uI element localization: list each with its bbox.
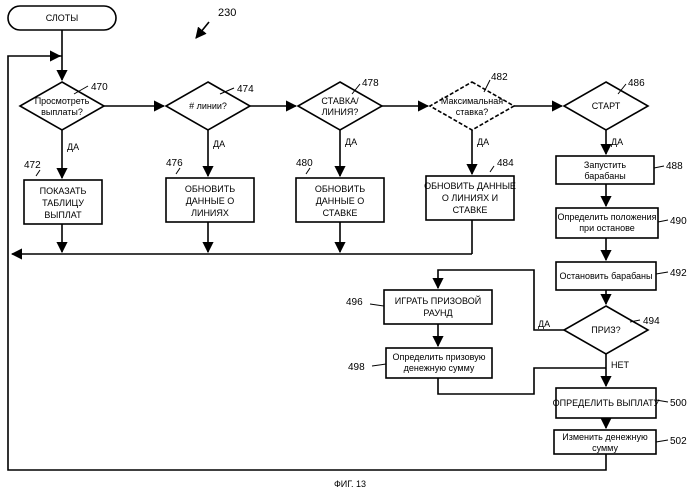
process-496-text: РАУНД [423,308,452,318]
decision-474-text: # линии? [189,101,227,111]
decision-494-text: ПРИЗ? [591,325,620,335]
figure-caption: ФИГ. 13 [334,479,366,489]
ref-486: 486 [628,78,645,89]
yes-label-494: ДА [538,319,550,329]
process-496-text: ИГРАТЬ ПРИЗОВОЙ [395,295,481,306]
process-472-text: ТАБЛИЦУ [42,198,84,208]
ref-496: 496 [346,297,363,308]
decision-470-text: Просмотреть [35,96,90,106]
process-502-text: сумму [592,443,618,453]
process-484-text: ОБНОВИТЬ ДАННЫЕ [424,181,516,191]
ref-494: 494 [643,316,660,327]
figure-number-pointer [196,22,209,38]
decision-478 [298,82,382,130]
process-490-text: Определить положения [557,212,656,222]
process-472-text: ВЫПЛАТ [44,210,82,220]
decision-482-text: ставка? [456,107,488,117]
start-label: СЛОТЫ [46,13,79,23]
process-472-text: ПОКАЗАТЬ [40,186,87,196]
process-492-text: Остановить барабаны [560,271,653,281]
no-label-494: НЕТ [611,360,630,370]
ref-488: 488 [666,161,683,172]
ref-476: 476 [166,158,183,169]
process-484-text: О ЛИНИЯХ И [442,193,498,203]
yes-label-486: ДА [611,137,623,147]
process-500-text: ОПРЕДЕЛИТЬ ВЫПЛАТУ [553,398,660,408]
decision-482-text: Максимальная [441,96,503,106]
yes-label-470: ДА [67,142,79,152]
ref-480: 480 [296,158,313,169]
process-476-text: ОБНОВИТЬ [185,184,235,194]
process-488-text: барабаны [584,171,625,181]
ref-484: 484 [497,158,514,169]
ref-492: 492 [670,268,687,279]
yes-label-474: ДА [213,139,225,149]
process-484-text: СТАВКЕ [453,205,488,215]
decision-478-text: СТАВКА/ [321,96,359,106]
process-498-text: денежную сумму [404,363,475,373]
decision-482 [430,82,514,130]
node-text-layer: Просмотретьвыплаты? # линии? СТАВКА/ЛИНИЯ?… [35,96,660,453]
process-490-text: при останове [579,223,635,233]
ref-502: 502 [670,436,687,447]
yes-label-478: ДА [345,137,357,147]
decision-478-text: ЛИНИЯ? [322,107,359,117]
decision-486-text: СТАРТ [592,101,621,111]
ref-482: 482 [491,72,508,83]
process-502-text: Изменить денежную [562,432,648,442]
ref-490: 490 [670,216,687,227]
ref-472: 472 [24,160,41,171]
process-476-text: ЛИНИЯХ [191,208,229,218]
process-480-text: ОБНОВИТЬ [315,184,365,194]
process-480-text: ДАННЫЕ О [316,196,365,206]
process-488-text: Запустить [584,160,626,170]
process-498-text: Определить призовую [392,352,485,362]
process-476-text: ДАННЫЕ О [186,196,235,206]
ref-474: 474 [237,84,254,95]
ref-498: 498 [348,362,365,373]
ref-478: 478 [362,78,379,89]
connector-loop-return [8,56,606,470]
ref-500: 500 [670,398,687,409]
process-480-text: СТАВКЕ [323,208,358,218]
ref-470: 470 [91,82,108,93]
decision-470-text: выплаты? [41,107,83,117]
figure-number: 230 [218,7,236,19]
yes-label-482: ДА [477,137,489,147]
